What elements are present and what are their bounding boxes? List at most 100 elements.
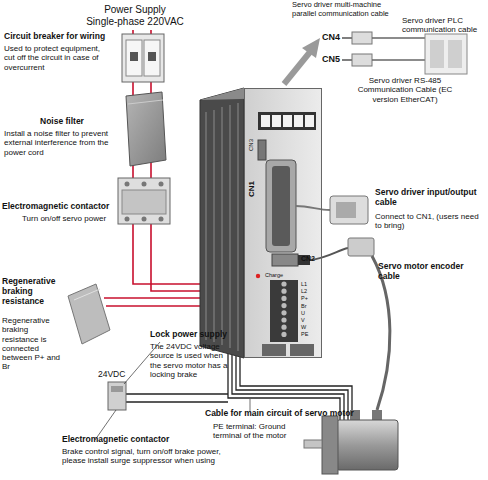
comm-cable: [342, 32, 467, 74]
driver-body: [294, 115, 303, 127]
circuit-breaker: [122, 34, 164, 82]
terminal-label: PE: [301, 332, 308, 338]
driver-body: [258, 140, 266, 160]
driver-body: [262, 344, 286, 356]
dc-supply: [108, 382, 126, 410]
driver-body: [281, 289, 286, 294]
driver-body: [200, 88, 322, 358]
comm-cable: [352, 54, 372, 66]
part-name: Electromagnetic contactor: [62, 435, 192, 445]
terminal-label: P+: [301, 296, 308, 302]
contactor: [122, 190, 166, 214]
part-note: Connect to CN1, (users need to bring): [375, 212, 485, 231]
io-connector: [296, 196, 368, 224]
port-label: CN1: [248, 181, 256, 197]
part-note: PE terminal: Ground terminal of the moto…: [213, 422, 313, 441]
circuit-breaker: [148, 52, 156, 61]
comm-cable: [372, 37, 425, 39]
connector-name: CN4: [322, 32, 344, 42]
terminal-label: L2: [301, 289, 307, 295]
comm-cable: [342, 59, 352, 61]
driver-body: [281, 325, 286, 330]
driver-body: [281, 310, 286, 315]
supply-title: Power Supply: [95, 4, 175, 16]
part-name: Cable for main circuit of servo motor: [205, 409, 385, 419]
contactor: [118, 178, 170, 224]
driver-body: [281, 281, 286, 286]
servo-motor: [304, 410, 398, 474]
comm-arrow: [302, 38, 320, 58]
driver-body: [258, 112, 316, 130]
servo-motor: [322, 416, 338, 474]
circuit-breaker: [130, 52, 138, 61]
comm-cable: [425, 34, 467, 74]
resistor-symbol: [68, 284, 110, 344]
dc-supply: [111, 386, 123, 392]
part-name: Noise filter: [40, 117, 124, 127]
driver-body: [270, 280, 298, 342]
driver-body: [266, 160, 296, 252]
contactor: [142, 217, 147, 222]
driver-body: [272, 166, 290, 246]
cable-name: Servo driver input/output cable: [375, 188, 485, 208]
driver-body: [281, 303, 286, 308]
driver-body: [261, 115, 270, 127]
driver-body: [272, 254, 298, 266]
driver-body: [200, 88, 244, 358]
circuit-breaker: [126, 40, 142, 76]
comm-cable: [448, 40, 462, 68]
cable-name: Servo driver PLC communication cable: [402, 16, 486, 35]
encoder-cable: [310, 248, 348, 260]
servo-motor: [304, 440, 322, 448]
io-connector: [296, 206, 330, 210]
connector-name: CN5: [322, 54, 344, 64]
supply-spec: Single-phase 220VAC: [75, 16, 195, 28]
part-name: Regenerative braking resistance: [2, 277, 66, 307]
terminal-label: U: [301, 311, 305, 317]
motor-power-cable: [126, 401, 228, 402]
terminal-label: L1: [301, 282, 307, 288]
contactor: [142, 182, 147, 187]
contactor: [125, 217, 130, 222]
part-note: Install a noise filter to prevent extern…: [4, 129, 118, 157]
part-name: Circuit breaker for wiring: [4, 32, 122, 42]
terminal-label: V: [301, 318, 305, 324]
resistor-symbol: [74, 289, 100, 300]
circuit-breaker: [122, 34, 164, 82]
driver-body: [283, 115, 292, 127]
servo-motor: [372, 410, 382, 420]
part-note: Used to protect equipment, cut off the c…: [4, 44, 109, 72]
driver-body: [272, 115, 281, 127]
comm-arrow: [284, 52, 310, 84]
encoder-cable: [298, 238, 390, 410]
part-note: The 24VDC voltage source is used when th…: [150, 342, 228, 379]
comm-cable: [372, 59, 425, 61]
contactor: [159, 217, 164, 222]
port-label: CN2: [301, 255, 315, 262]
dc-supply: [108, 382, 126, 410]
io-connector: [330, 196, 368, 224]
cable-name: Servo driver RS-485 Communication Cable …: [345, 76, 465, 104]
comm-arrow: [284, 38, 320, 84]
contactor: [118, 178, 170, 224]
motor-power-cable: [126, 393, 228, 394]
noise-filter: [126, 92, 166, 166]
terminal-label: W: [301, 325, 306, 331]
part-name: Lock power supply: [150, 330, 234, 340]
terminal-label: Br: [301, 304, 307, 310]
encoder-cable: [348, 238, 374, 256]
circuit-breaker: [144, 40, 160, 76]
contactor: [159, 182, 164, 187]
comm-cable: [342, 37, 352, 39]
port-label: CN3: [248, 139, 254, 151]
contactor: [125, 182, 130, 187]
driver-body: [206, 103, 238, 351]
part-note: Brake control signal, turn on/off brake …: [62, 447, 232, 466]
driver-body: [305, 115, 314, 127]
servo-driver: CN3CN1CN2ChargeL1L2P+ BrUVWPE: [244, 88, 322, 358]
part-note: Regenerative braking resistance is conne…: [2, 316, 66, 372]
cable-name: Servo motor encoder cable: [378, 262, 486, 282]
driver-body: [281, 332, 286, 337]
indicator-label: Charge: [265, 273, 283, 279]
